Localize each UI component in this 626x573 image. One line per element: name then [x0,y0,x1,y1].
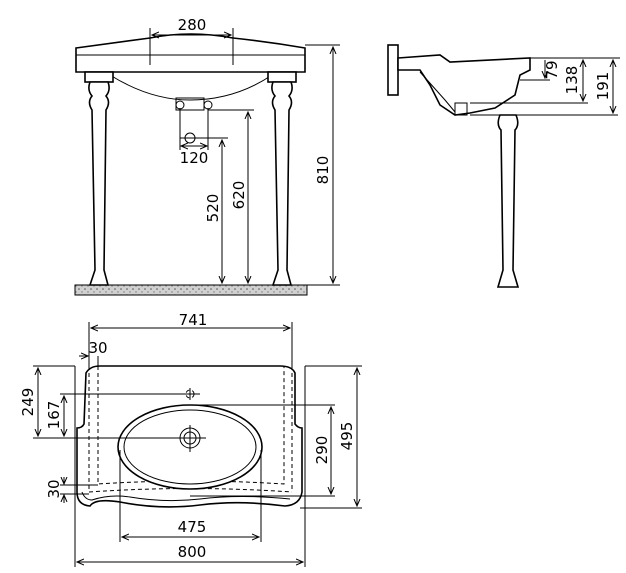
front-view: 280 120 520 620 810 [74,16,340,296]
dim-138: 138 [563,66,581,95]
top-view: 741 30 249 167 290 495 30 475 800 [19,311,362,567]
dim-167: 167 [45,401,63,430]
floor [74,284,308,296]
right-leg [267,71,297,286]
dim-249: 249 [19,388,37,417]
dim-191: 191 [594,72,612,101]
dim-800: 800 [178,543,207,561]
dim-79: 79 [543,60,561,79]
dim-495: 495 [338,422,356,451]
dim-290: 290 [313,436,331,465]
left-leg [84,71,114,286]
dim-280: 280 [178,16,207,34]
dim-620: 620 [230,181,248,210]
dim-120: 120 [180,149,209,167]
basin-top [75,33,306,73]
dim-475: 475 [178,518,207,536]
dim-520: 520 [204,194,222,223]
dim-810: 810 [314,156,332,185]
side-view: 79 138 191 [387,44,620,288]
dim-30-top: 30 [88,339,107,357]
dim-30-bottom: 30 [45,479,63,498]
dim-741: 741 [179,311,208,329]
